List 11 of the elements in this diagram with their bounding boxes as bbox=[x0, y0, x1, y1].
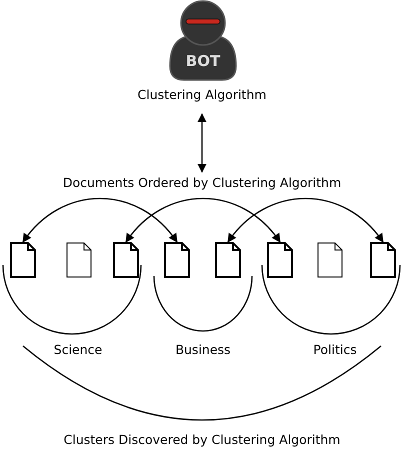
cluster-label: Politics bbox=[313, 341, 357, 359]
cluster-label: Business bbox=[175, 341, 231, 359]
bot-label: BOT bbox=[184, 52, 222, 70]
arrow bbox=[22, 198, 178, 243]
cluster-label: Science bbox=[54, 341, 102, 359]
node-caption: Clustering Algorithm bbox=[136, 86, 268, 104]
arrow bbox=[197, 113, 207, 173]
caption: Clusters Discovered by Clustering Algorithm bbox=[64, 431, 340, 449]
arrow bbox=[227, 198, 384, 243]
arrow bbox=[125, 198, 281, 243]
node-caption: Documents Ordered by Clustering Algorithm bbox=[62, 174, 342, 192]
